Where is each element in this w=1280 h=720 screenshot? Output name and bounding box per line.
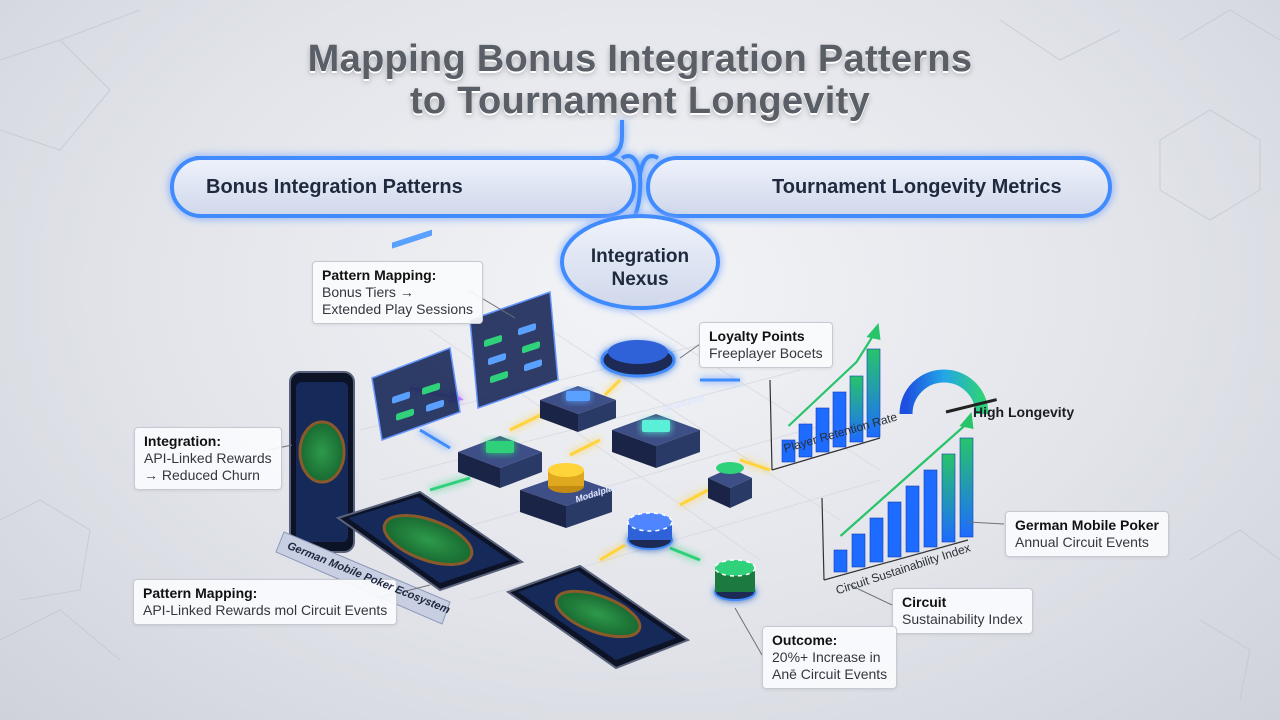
chart-bar [905,485,920,553]
nexus-hub [600,340,676,378]
nexus-label-line2: Nexus [611,269,669,290]
chart-bar [923,469,938,548]
callout-line: Freeplayer Bocets [709,345,823,361]
panel-node [522,341,540,354]
panel-node [392,391,410,404]
panel-node [524,359,542,372]
panel-node [518,323,536,336]
phone-landscape-1 [335,490,525,592]
callout-line: API-Linked Rewards [144,450,272,466]
callout-line: → Reduced Churn [144,467,260,483]
callout-german-mobile-poker: German Mobile Poker Annual Circuit Event… [1005,511,1169,557]
chart-bar [833,549,848,573]
callout-line: API-Linked Rewards mol Circuit Events [143,602,388,618]
callout-heading: Pattern Mapping: [143,585,258,601]
flow-panel-left [371,229,461,442]
chart-bar [849,375,864,443]
chart-bar [798,423,813,458]
callout-line: Anē Circuit Events [772,666,888,682]
chart-bar [851,533,866,568]
chart-retention [769,323,881,471]
chip-stack-box [708,462,752,508]
callout-heading: German Mobile Poker [1015,517,1159,533]
nexus-label-line1: Integration [590,246,690,267]
panel-nodes [392,323,542,421]
gauge-needle [945,398,998,414]
chart-bar [869,517,884,563]
callout-pattern-mapping-bottom: Pattern Mapping: API-Linked Rewards mol … [133,579,398,625]
title-line-1: Mapping Bonus Integration Patterns [307,38,973,80]
callout-line: 20%+ Increase in [772,649,881,665]
block-a [458,436,542,488]
callout-line: Sustainability Index [902,611,1023,627]
callout-line: Annual Circuit Events [1015,534,1149,550]
chip-stack-green [714,559,756,601]
block-c [612,414,700,468]
chart-bar [832,391,847,448]
callout-heading: Loyalty Points [709,328,805,344]
panel-node [484,335,502,347]
chart-trend-arrowhead [959,412,974,429]
flow-panel-center [469,290,559,410]
callout-pattern-mapping-top: Pattern Mapping: Bonus Tiers → Extended … [312,261,483,324]
callout-heading: Pattern Mapping: [322,267,437,283]
gauge [899,369,998,415]
connector-pills-to-nexus [621,154,659,229]
left-pill-label: Bonus Integration Patterns [206,176,463,198]
header-pill-right [646,156,1112,218]
chart-bar [815,407,830,453]
callout-heading: Outcome: [772,632,838,648]
panel-node [488,353,506,365]
block-b [540,386,616,432]
chart-trend-arrowhead [866,323,881,340]
chart-bar [781,439,796,463]
title-line-2: to Tournament Longevity [409,80,871,122]
chart-sustainability [821,412,974,581]
callout-line: Extended Play Sessions [322,301,473,317]
chart-trend-line [839,423,968,537]
panel-node [396,408,414,421]
callout-loyalty-points: Loyalty Points Freeplayer Bocets [699,322,833,368]
chart-bar [941,453,956,543]
chart-bar [959,437,974,538]
callout-outcome: Outcome: 20%+ Increase in Anē Circuit Ev… [762,626,898,689]
panel-node [490,371,508,383]
background-network [0,9,1280,701]
right-pill-label: Tournament Longevity Metrics [772,176,1062,198]
callout-line: Bonus Tiers → [322,284,414,300]
panel-node [426,399,444,412]
callout-integration: Integration: API-Linked Rewards → Reduce… [134,427,282,490]
callout-heading: Integration: [144,433,221,449]
chip-stack-gold [548,463,584,493]
ecosystem-ribbon-shape [275,531,451,625]
callout-heading: Circuit [902,594,947,610]
chart-bar [887,501,902,558]
phone-landscape-2 [505,564,691,670]
gauge-label: High Longevity [973,404,1075,420]
callout-circuit: Circuit Sustainability Index [892,588,1033,634]
chart-trend-line [787,334,875,427]
header-pill-left [170,120,636,218]
phone-vertical [289,371,355,553]
chart-bar [866,348,881,438]
panel-node [422,382,440,395]
chip-stack-blue [627,512,673,550]
